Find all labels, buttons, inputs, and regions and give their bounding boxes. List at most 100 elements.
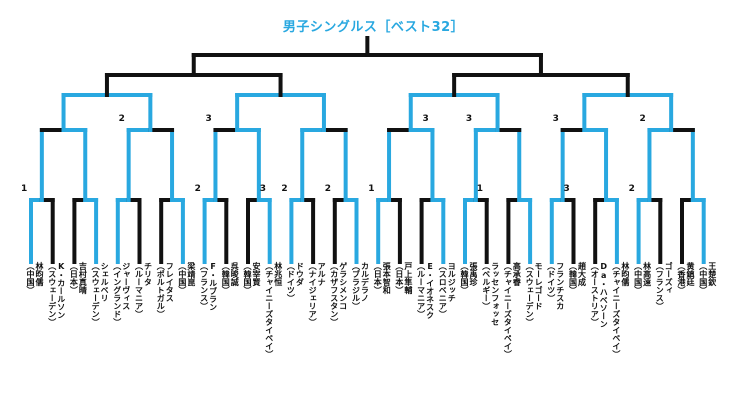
player-label: 王楚欽（中国） bbox=[699, 262, 717, 294]
player-label: ゴーズィ（フランス） bbox=[655, 262, 673, 310]
player-label: ジャーヴィス（イングランド） bbox=[113, 262, 131, 326]
player-name: 梁靖崑 bbox=[186, 262, 196, 286]
player-label: 林昀儒（中国） bbox=[26, 262, 44, 294]
match-score: 1 bbox=[476, 184, 483, 194]
player-country: （スウェーデン） bbox=[91, 262, 101, 326]
player-name: 張禹珍 bbox=[469, 262, 478, 286]
player-country: （中国） bbox=[26, 262, 35, 294]
player-country: （ルーマニア） bbox=[416, 262, 426, 318]
player-country: （ドイツ） bbox=[286, 262, 296, 302]
player-label: モーレゴード（スウェーデン） bbox=[525, 262, 543, 326]
player-name: 王楚欽 bbox=[707, 262, 717, 286]
player-country: （韓国） bbox=[243, 262, 252, 294]
player-country: （香港） bbox=[677, 262, 686, 294]
player-name: アルナ bbox=[317, 262, 327, 286]
player-label: 安宰賢（韓国） bbox=[243, 262, 261, 294]
match-score: 2 bbox=[281, 184, 288, 194]
player-country: （日本） bbox=[373, 262, 383, 294]
player-label: アルナ（ナイジェリア） bbox=[308, 262, 326, 326]
player-country: （スウェーデン） bbox=[47, 262, 57, 326]
player-label: 黄鎮廷（香港） bbox=[677, 262, 695, 294]
match-score: 1 bbox=[21, 184, 28, 194]
player-label: ラッセンフォッセ（ベルギー） bbox=[482, 262, 500, 326]
player-name: ジャーヴィス bbox=[121, 262, 131, 310]
match-score: 2 bbox=[194, 184, 201, 194]
player-name: 吉村真晴 bbox=[78, 262, 88, 294]
player-country: （カザフスタン） bbox=[329, 262, 339, 326]
player-label: 梁靖崑（中国） bbox=[178, 262, 196, 294]
player-name: モーレゴード bbox=[534, 262, 544, 310]
player-label: K・カールソン（スウェーデン） bbox=[48, 262, 66, 326]
player-label: 呉晙誠（韓国） bbox=[221, 262, 239, 294]
player-label: チリタ（ルーマニア） bbox=[135, 262, 153, 318]
player-label: 張禹珍（韓国） bbox=[460, 262, 478, 294]
player-name: 林昀儒 bbox=[620, 262, 630, 286]
player-country: （チャイニーズタイペイ） bbox=[611, 262, 621, 358]
player-label: 趙大成（韓国） bbox=[569, 262, 587, 294]
player-country: （日本） bbox=[69, 262, 79, 294]
player-country: （ドイツ） bbox=[546, 262, 556, 302]
match-score: 3 bbox=[205, 114, 212, 124]
player-name: E・イオネスク bbox=[425, 262, 435, 319]
player-label: 林昀儒（チャイニーズタイペイ） bbox=[612, 262, 630, 358]
player-country: （ベルギー） bbox=[481, 262, 491, 310]
player-label: 戸上隼輔（日本） bbox=[395, 262, 413, 294]
player-country: （ルーマニア） bbox=[134, 262, 144, 318]
player-label: 吉村真晴（日本） bbox=[69, 262, 87, 294]
player-label: E・イオネスク（ルーマニア） bbox=[417, 262, 435, 319]
player-name: ドウダ bbox=[295, 262, 305, 286]
player-country: （フランス） bbox=[199, 262, 209, 310]
player-name: 呉晙誠 bbox=[230, 262, 240, 286]
player-name: 林高遠 bbox=[642, 262, 652, 286]
player-name: 林昀儒 bbox=[35, 262, 44, 286]
match-score: 3 bbox=[259, 184, 266, 194]
player-country: （韓国） bbox=[568, 262, 578, 294]
player-country: （チャイニーズタイペイ） bbox=[503, 262, 513, 358]
player-country: （日本） bbox=[394, 262, 404, 294]
player-country: （チャイニーズタイペイ） bbox=[264, 262, 274, 358]
player-name: Da・ハベソーン bbox=[599, 262, 609, 328]
player-name: 黄鎮廷 bbox=[686, 262, 695, 286]
player-name: 趙大成 bbox=[577, 262, 587, 286]
player-name: 高承睿 bbox=[512, 262, 522, 286]
player-country: （オーストリア） bbox=[590, 262, 600, 326]
player-name: ゲラシメンコ bbox=[338, 262, 348, 310]
player-name: カルデラノ bbox=[360, 262, 370, 302]
match-score: 3 bbox=[465, 114, 473, 124]
match-score: 3 bbox=[563, 184, 570, 194]
player-name: K・カールソン bbox=[56, 262, 66, 319]
player-label: 張本智和（日本） bbox=[373, 262, 391, 294]
player-name: シェルベリ bbox=[100, 262, 110, 302]
player-name: フランチスカ bbox=[555, 262, 565, 310]
player-label: ドウダ（ドイツ） bbox=[286, 262, 304, 302]
player-name: ヨルジッチ bbox=[447, 262, 457, 302]
player-label: 林兆恒（チャイニーズタイペイ） bbox=[265, 262, 283, 358]
match-score: 3 bbox=[422, 114, 429, 124]
player-name: F・ルブラン bbox=[208, 262, 218, 311]
player-country: （ナイジェリア） bbox=[308, 262, 318, 326]
player-name: チリタ bbox=[143, 262, 153, 286]
player-label: ゲラシメンコ（カザフスタン） bbox=[330, 262, 348, 326]
player-country: （中国） bbox=[177, 262, 187, 294]
player-country: （中国） bbox=[698, 262, 708, 294]
player-name: 戸上隼輔 bbox=[403, 262, 413, 294]
player-country: （韓国） bbox=[221, 262, 231, 294]
player-name: 安宰賢 bbox=[252, 262, 261, 286]
player-label: 林高遠（中国） bbox=[634, 262, 652, 294]
player-label: フランチスカ（ドイツ） bbox=[547, 262, 565, 310]
player-country: （スウェーデン） bbox=[525, 262, 535, 326]
player-country: （フランス） bbox=[655, 262, 665, 310]
player-label: フレイタス（ポルトガル） bbox=[156, 262, 174, 318]
player-country: （中国） bbox=[633, 262, 643, 294]
player-country: （ポルトガル） bbox=[156, 262, 166, 318]
player-label: ヨルジッチ（スロベニア） bbox=[438, 262, 456, 318]
match-score: 1 bbox=[368, 184, 375, 194]
player-name: ラッセンフォッセ bbox=[490, 262, 500, 326]
player-name: ゴーズィ bbox=[664, 262, 674, 294]
player-label: F・ルブラン（フランス） bbox=[200, 262, 218, 311]
match-score: 2 bbox=[324, 184, 332, 194]
player-name: 張本智和 bbox=[382, 262, 392, 294]
player-country: （スロベニア） bbox=[438, 262, 448, 318]
player-label: Da・ハベソーン（オーストリア） bbox=[590, 262, 608, 328]
